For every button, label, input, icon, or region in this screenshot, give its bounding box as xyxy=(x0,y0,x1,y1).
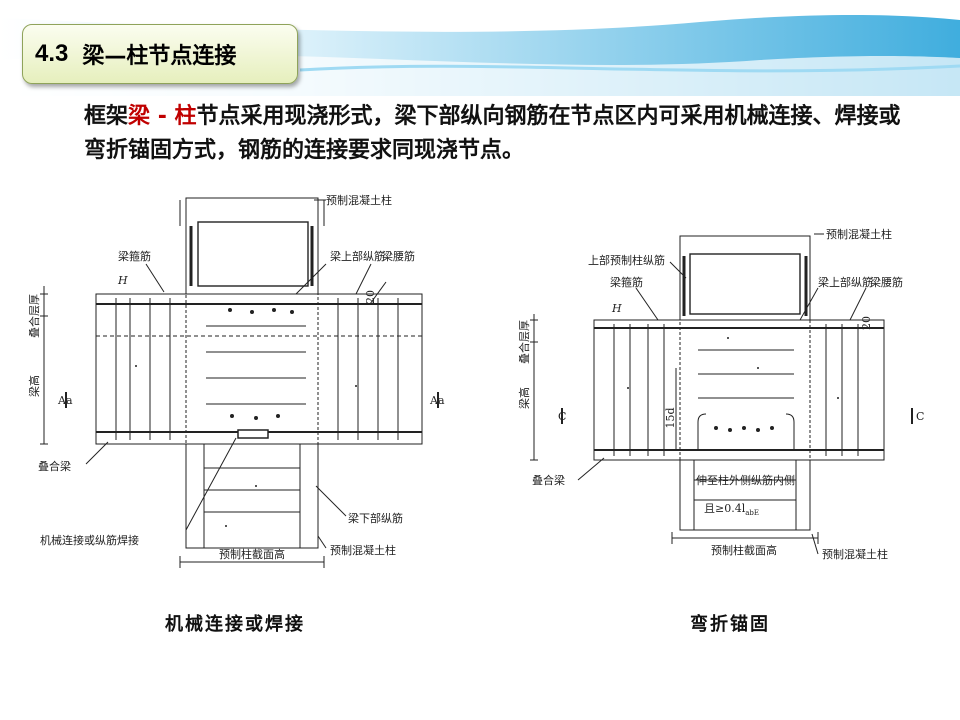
left-column-top xyxy=(185,197,319,295)
right-beam xyxy=(593,319,885,461)
right-label-top-long-bar: 梁上部纵筋 xyxy=(818,275,873,289)
left-label-beam-height: 梁高 xyxy=(27,375,41,397)
left-label-section-left: Aa xyxy=(57,394,73,407)
right-label-bend-to: 伸至柱外侧纵筋内侧 xyxy=(696,473,795,487)
intro-sep: - xyxy=(150,104,175,129)
right-drawing-svg: 预制混凝土柱 上部预制柱纵筋 梁箍筋 梁上部纵筋 梁腰筋 H 20 叠合层厚 梁… xyxy=(518,227,924,561)
intro-post: 节点采用现浇形式，梁下部纵向钢筋在节点区内可采用机械连接、焊接或弯折锚固方式，钢… xyxy=(84,104,901,163)
left-label-topping-thickness: 叠合层厚 xyxy=(27,294,41,338)
left-label-section-right: Aa xyxy=(429,394,445,407)
section-title-tab: 4.3 梁—柱节点连接 xyxy=(22,24,298,84)
right-label-anchor-sub: abE xyxy=(745,509,759,517)
left-column-bottom xyxy=(185,443,319,549)
intro-column: 柱 xyxy=(174,104,197,129)
left-label-top-long-bar: 梁上部纵筋 xyxy=(330,249,385,263)
right-label-column-section-height: 预制柱截面高 xyxy=(711,543,777,557)
left-label-mech-or-weld: 机械连接或纵筋焊接 xyxy=(40,533,139,547)
left-label-bottom-long-bar: 梁下部纵筋 xyxy=(348,511,403,525)
intro-paragraph: 框架梁 - 柱节点采用现浇形式，梁下部纵向钢筋在节点区内可采用机械连接、焊接或弯… xyxy=(84,100,914,168)
right-column-bottom xyxy=(679,459,811,531)
left-drawing-svg: 预制混凝土柱 梁箍筋 梁上部纵筋 梁腰筋 H 20 叠合层厚 梁高 Aa Aa … xyxy=(27,193,445,568)
right-column-top xyxy=(679,235,811,321)
right-joint-drawing: 预制混凝土柱 上部预制柱纵筋 梁箍筋 梁上部纵筋 梁腰筋 H 20 叠合层厚 梁… xyxy=(518,218,934,570)
left-beam xyxy=(95,293,423,445)
left-joint-drawing: 预制混凝土柱 梁箍筋 梁上部纵筋 梁腰筋 H 20 叠合层厚 梁高 Aa Aa … xyxy=(26,186,466,580)
right-figure-caption: 弯折锚固 xyxy=(690,614,770,635)
right-label-anchor-main: 且≥0.4l xyxy=(704,502,746,515)
left-label-precast-column-top: 预制混凝土柱 xyxy=(326,193,392,207)
section-number: 4.3 xyxy=(35,40,69,67)
left-figure-caption: 机械连接或焊接 xyxy=(165,614,305,635)
left-label-stirrup: 梁箍筋 xyxy=(118,249,151,263)
right-label-section-left: C xyxy=(558,410,566,423)
left-label-waist-bar: 梁腰筋 xyxy=(382,249,415,263)
right-label-dim-15d: 15d xyxy=(664,407,677,428)
section-title: 梁—柱节点连接 xyxy=(82,44,237,69)
right-label-topping-thickness: 叠合层厚 xyxy=(518,320,531,364)
left-label-dim-20: 20 xyxy=(364,290,377,304)
right-label-composite-beam: 叠合梁 xyxy=(532,473,565,487)
left-label-composite-beam: 叠合梁 xyxy=(38,459,71,473)
right-label-dim-20: 20 xyxy=(860,316,873,330)
right-label-precast-column-top: 预制混凝土柱 xyxy=(826,227,892,241)
left-label-h: H xyxy=(117,274,128,287)
left-label-column-section-height: 预制柱截面高 xyxy=(219,547,285,561)
right-label-stirrup: 梁箍筋 xyxy=(610,275,643,289)
intro-pre: 框架 xyxy=(84,104,129,129)
right-label-h: H xyxy=(611,302,622,315)
right-label-precast-column-bottom: 预制混凝土柱 xyxy=(822,547,888,561)
right-label-section-right: C xyxy=(916,410,924,423)
right-label-beam-height: 梁高 xyxy=(518,387,531,409)
left-label-precast-column-bottom: 预制混凝土柱 xyxy=(330,543,396,557)
intro-beam: 梁 xyxy=(128,104,151,129)
right-label-waist-bar: 梁腰筋 xyxy=(870,275,903,289)
right-label-upper-column-bar: 上部预制柱纵筋 xyxy=(588,253,665,267)
right-label-anchor-req: 且≥0.4labE xyxy=(704,502,759,517)
